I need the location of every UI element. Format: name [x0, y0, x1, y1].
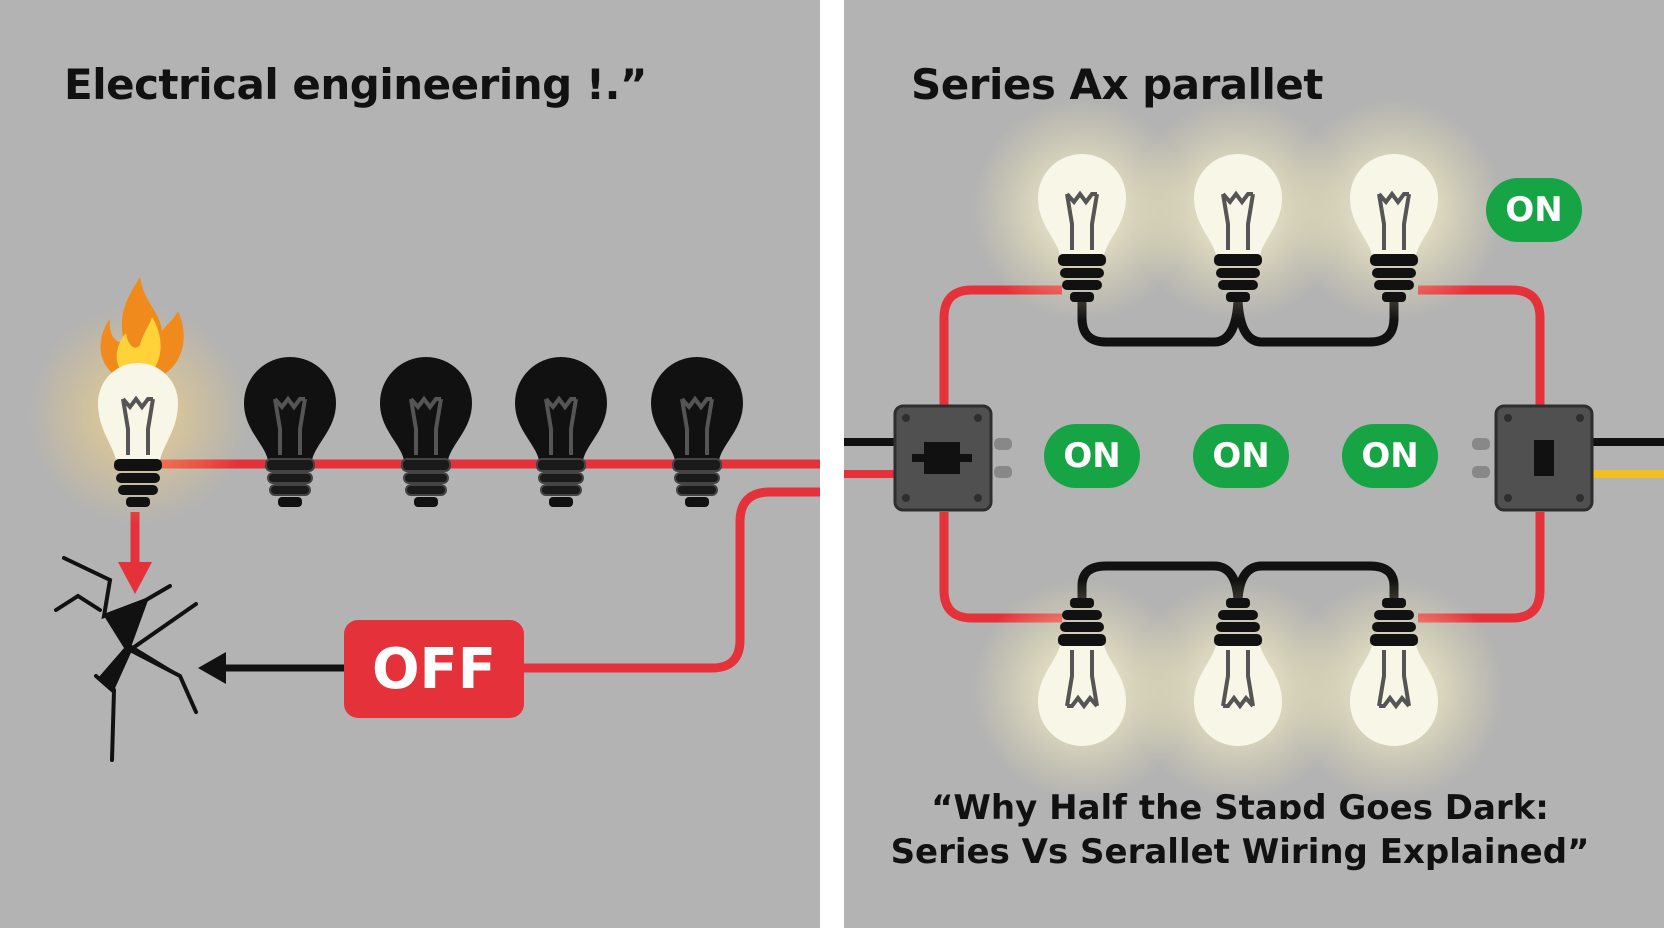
caption: “Why Half the Staɒd Goes Dark: Series Vs…: [880, 786, 1600, 874]
parallel-circuit: [844, 285, 1664, 623]
red-loop-bottom: [939, 512, 1545, 623]
on-status-badge-left: ON: [1044, 424, 1140, 488]
right-panel-title: Series Ax parallet: [911, 60, 1323, 109]
switch-box-icon-left: [893, 404, 1012, 512]
dark-bulb-2: [380, 357, 472, 507]
dark-bulb-4: [651, 357, 743, 507]
lit-bulb-top-2: [1128, 100, 1348, 320]
lit-bulb-top-1: [972, 100, 1192, 320]
off-status-badge: OFF: [344, 620, 524, 718]
pointer-arrow-head: [198, 652, 226, 684]
caption-line-2: Series Vs Serallet Wiring Explained”: [890, 832, 1590, 872]
on-status-badge-center: ON: [1193, 424, 1289, 488]
on-status-badge-top: ON: [1486, 178, 1582, 242]
lit-bulb-bottom-1: [972, 580, 1192, 800]
blown-bulb: [28, 277, 248, 525]
lit-bulb-top-3: [1284, 100, 1504, 320]
dark-bulb-3: [515, 357, 607, 507]
on-status-badge-right: ON: [1342, 424, 1438, 488]
down-arrow-head: [118, 562, 152, 594]
red-loop-top: [939, 285, 1545, 412]
crack-icon: [54, 556, 198, 762]
lit-bulb-bottom-2: [1128, 580, 1348, 800]
lit-bulb-bottom-3: [1284, 580, 1504, 800]
dark-bulb-1: [244, 357, 336, 507]
switch-box-icon-right: [1472, 404, 1594, 512]
blown-bulb-glass: [98, 363, 178, 460]
caption-line-1: “Why Half the Staɒd Goes Dark:: [931, 788, 1549, 828]
crack-fill: [98, 600, 176, 690]
left-panel-title: Electrical engineering !.”: [64, 60, 648, 109]
series-wire-return: [520, 487, 820, 673]
